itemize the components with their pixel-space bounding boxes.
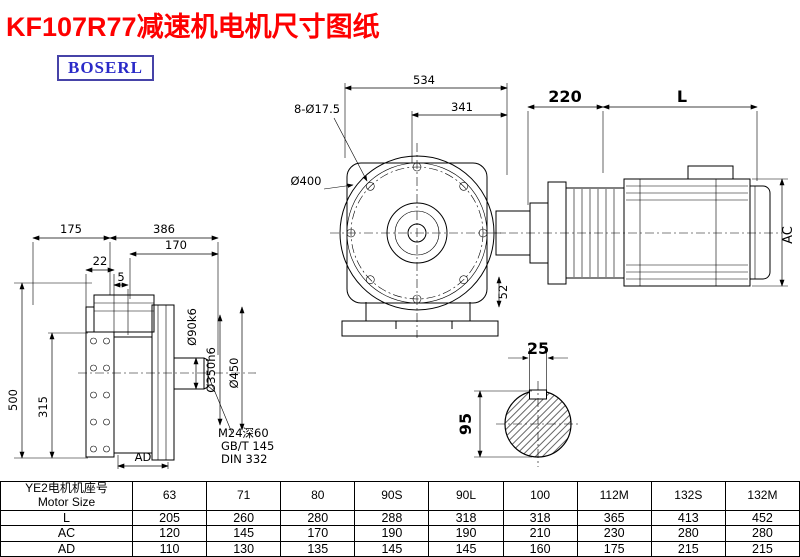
col-90L: 90L: [428, 481, 504, 511]
table-row-L: L 205 260 280 288 318 318 365 413 452: [0, 509, 800, 527]
page-title: KF107R77减速机电机尺寸图纸: [6, 12, 380, 42]
cell: 318: [502, 509, 578, 527]
tap-hole-label: M24深60: [218, 426, 269, 440]
front-dims: 534 341 8-Ø17.5 Ø400 52: [290, 73, 510, 308]
dim-spigot-dia-label: Ø350h6: [204, 347, 218, 393]
col-63: 63: [131, 481, 208, 511]
table-header-row: YE2电机机座号 Motor Size 63 71 80 90S 90L 100…: [0, 481, 800, 511]
cell: 160: [502, 540, 578, 557]
terminal-box: [687, 165, 734, 180]
cell: 215: [650, 540, 726, 557]
cell: 145: [428, 540, 504, 557]
dim-341-label: 341: [451, 100, 473, 114]
cell: 135: [280, 540, 356, 557]
cell: 280: [650, 525, 726, 542]
col-112M: 112M: [576, 481, 652, 511]
output-flange: [151, 304, 175, 461]
cell: 230: [576, 525, 652, 542]
output-shaft: [173, 357, 209, 390]
dim-AD-label: AD: [135, 450, 152, 464]
cell: 452: [724, 509, 800, 527]
cell: 190: [428, 525, 504, 542]
shaft-section: 25 95: [456, 339, 580, 467]
row-label-AD: AD: [0, 540, 133, 557]
face-bolt-holes: [90, 337, 110, 453]
header-en: Motor Size: [37, 495, 96, 509]
dim-5-label: 5: [117, 270, 124, 284]
motor-dims: 220 L AC: [527, 87, 796, 287]
dim-170-label: 170: [165, 238, 187, 252]
gear-housing: [113, 336, 153, 454]
cell: 260: [206, 509, 282, 527]
front-view: [330, 143, 504, 338]
cell: 190: [354, 525, 430, 542]
cell: 210: [502, 525, 578, 542]
dim-220-label: 220: [548, 87, 581, 106]
cell: 413: [650, 509, 726, 527]
dim-L-label: L: [677, 87, 687, 106]
cell: 288: [354, 509, 430, 527]
table-header-motor-size: YE2电机机座号 Motor Size: [0, 481, 133, 511]
dim-52-label: 52: [496, 285, 510, 300]
motor-size-table: YE2电机机座号 Motor Size 63 71 80 90S 90L 100…: [0, 481, 800, 557]
cell: 120: [131, 525, 208, 542]
motor-body: [623, 178, 751, 287]
cell: 130: [206, 540, 282, 557]
mounting-face: [85, 331, 115, 458]
dim-25-label: 25: [527, 339, 549, 358]
header-cn: YE2电机机座号: [25, 481, 108, 496]
dim-bolt-holes-label: 8-Ø17.5: [294, 102, 340, 116]
dim-95-label: 95: [456, 413, 475, 435]
table-row-AC: AC 120 145 170 190 190 210 230 280 280: [0, 525, 800, 542]
motor-side-view: [492, 165, 782, 287]
cell: 280: [280, 509, 356, 527]
dim-175-label: 175: [60, 222, 82, 236]
col-132S: 132S: [650, 481, 726, 511]
col-71: 71: [206, 481, 282, 511]
dim-shaft-dia-label: Ø90k6: [185, 308, 199, 346]
cell: 280: [724, 525, 800, 542]
row-label-L: L: [0, 509, 133, 527]
std-gb-label: GB/T 145: [221, 439, 274, 453]
side-dims: 175 386 170 22 5 500 315 Ø90k6 Ø350h6 Ø4…: [6, 222, 274, 469]
cell: 170: [280, 525, 356, 542]
cell: 175: [576, 540, 652, 557]
gearbox-feet: [341, 302, 499, 337]
cell: 318: [428, 509, 504, 527]
dim-386-label: 386: [153, 222, 175, 236]
brand-logo: BOSERL: [57, 55, 154, 81]
col-80: 80: [280, 481, 356, 511]
cell: 145: [354, 540, 430, 557]
technical-drawing: 534 341 8-Ø17.5 Ø400 52 220 L AC: [6, 73, 796, 469]
dim-315-label: 315: [36, 396, 50, 418]
dim-534-label: 534: [413, 73, 435, 87]
dim-22-label: 22: [93, 254, 108, 268]
dim-flange-dia-label: Ø400: [290, 174, 321, 188]
col-132M: 132M: [724, 481, 800, 511]
dim-AC-label: AC: [781, 226, 796, 244]
table-row-AD: AD 110 130 135 145 145 160 175 215 215: [0, 540, 800, 557]
row-label-AC: AC: [0, 525, 133, 542]
cell: 365: [576, 509, 652, 527]
cell: 215: [724, 540, 800, 557]
cell: 110: [131, 540, 208, 557]
fan-cover: [750, 185, 771, 280]
col-100: 100: [502, 481, 578, 511]
dim-500-label: 500: [6, 389, 20, 411]
std-din-label: DIN 332: [221, 452, 267, 466]
cell: 145: [206, 525, 282, 542]
col-90S: 90S: [354, 481, 430, 511]
dim-flange2-dia-label: Ø450: [227, 357, 241, 388]
cell: 205: [131, 509, 208, 527]
